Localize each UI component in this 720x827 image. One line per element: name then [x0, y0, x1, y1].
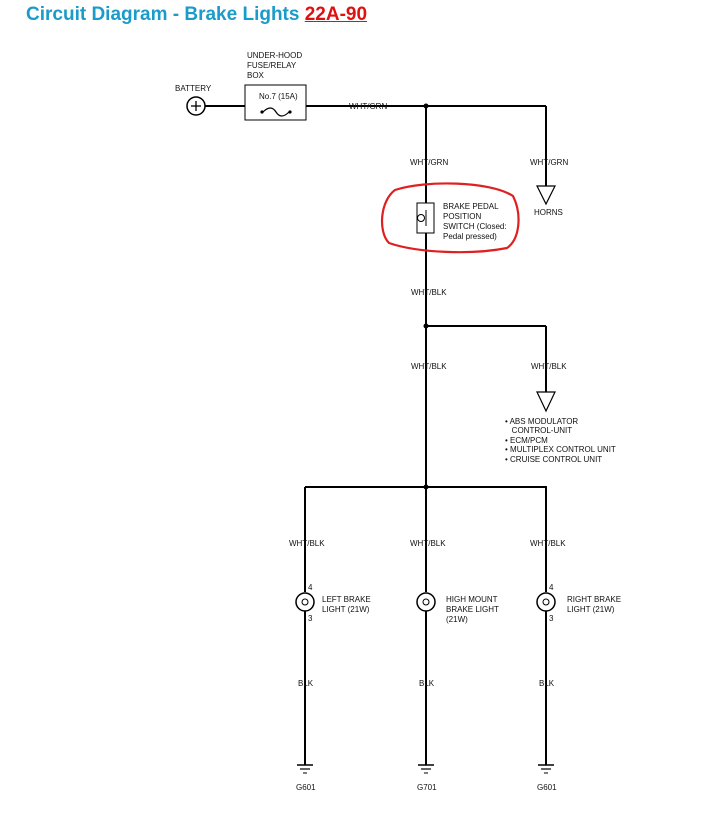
page-title: Circuit Diagram - Brake Lights 22A-90 [26, 4, 367, 26]
horns-label: HORNS [534, 208, 563, 217]
battery: BATTERY [175, 84, 212, 116]
bulb-icon [536, 592, 556, 612]
module-item: • ABS MODULATOR [505, 417, 578, 426]
junction-dot [423, 103, 429, 109]
bulb-filament [422, 598, 430, 606]
wire-label: WHT/GRN [410, 158, 448, 167]
junction-dot [423, 484, 429, 490]
fuse-box-label-line-1: UNDER-HOOD [247, 51, 302, 60]
horns-connector: HORNS [534, 185, 563, 217]
wiring [205, 105, 547, 765]
light-label-line-3: (21W) [446, 615, 468, 624]
title-text: Circuit Diagram - Brake Lights [26, 4, 300, 25]
wire-label: WHT/BLK [411, 288, 447, 297]
fuse-relay-box: UNDER-HOOD FUSE/RELAY BOX No.7 (15A) [244, 51, 307, 121]
horns-triangle [536, 185, 556, 206]
switch-label-line-2: POSITION [443, 212, 481, 221]
module-item: CONTROL-UNIT [505, 426, 572, 435]
right-brake-light: WHT/BLK 4 3 RIGHT BRAKE LIGHT (21W) BLK … [530, 539, 621, 792]
ground-label: G701 [417, 783, 437, 792]
light-label-line-2: BRAKE LIGHT [446, 605, 499, 614]
fuse-box-label-line-3: BOX [247, 71, 265, 80]
fuse-label: No.7 (15A) [259, 92, 298, 101]
wire-label: BLK [298, 679, 314, 688]
fuse-box-outline [244, 84, 307, 121]
pin-number: 3 [549, 614, 554, 623]
light-label-line-1: LEFT BRAKE [322, 595, 371, 604]
module-item: • MULTIPLEX CONTROL UNIT [505, 445, 616, 454]
switch-label-line-3: SWITCH (Closed: [443, 222, 507, 231]
modules-connector: • ABS MODULATOR CONTROL-UNIT • ECM/PCM •… [505, 391, 616, 464]
left-brake-light: WHT/BLK 4 3 LEFT BRAKE LIGHT (21W) BLK G… [289, 539, 371, 792]
fuse-terminal-left [260, 110, 264, 114]
light-label-line-2: LIGHT (21W) [567, 605, 615, 614]
module-item: • CRUISE CONTROL UNIT [505, 455, 602, 464]
switch-label-line-1: BRAKE PEDAL [443, 202, 499, 211]
wire-label: WHT/GRN [349, 102, 387, 111]
reference-link[interactable]: 22A-90 [304, 4, 368, 25]
bulb-filament [542, 598, 550, 606]
ground-label: G601 [296, 783, 316, 792]
pin-number: 3 [308, 614, 313, 623]
pin-number: 4 [308, 583, 313, 592]
high-mount-brake-light: WHT/BLK HIGH MOUNT BRAKE LIGHT (21W) BLK… [410, 539, 499, 792]
wire-label: WHT/BLK [411, 362, 447, 371]
junction-dot [423, 323, 429, 329]
fuse-symbol [262, 107, 290, 117]
bulb-icon [295, 592, 315, 612]
wire-label: BLK [419, 679, 435, 688]
highlight-annotation [380, 182, 520, 254]
wire-label: WHT/BLK [289, 539, 325, 548]
light-label-line-1: RIGHT BRAKE [567, 595, 621, 604]
brake-pedal-switch: BRAKE PEDAL POSITION SWITCH (Closed: Ped… [416, 202, 507, 241]
switch-label-line-4: Pedal pressed) [443, 232, 497, 241]
pin-number: 4 [549, 583, 554, 592]
modules-triangle [536, 391, 556, 413]
bulb-filament [301, 598, 309, 606]
fuse-box-label-line-2: FUSE/RELAY [247, 61, 297, 70]
bulb-icon [416, 592, 436, 612]
fuse-terminal-right [288, 110, 292, 114]
switch-contact [417, 214, 425, 222]
module-item: • ECM/PCM [505, 436, 548, 445]
wire-label: WHT/BLK [530, 539, 566, 548]
light-label-line-2: LIGHT (21W) [322, 605, 370, 614]
wire-label: WHT/BLK [531, 362, 567, 371]
wire-label: WHT/BLK [410, 539, 446, 548]
battery-label: BATTERY [175, 84, 212, 93]
wire-label: BLK [539, 679, 555, 688]
wire-label: WHT/GRN [530, 158, 568, 167]
light-label-line-1: HIGH MOUNT [446, 595, 498, 604]
ground-label: G601 [537, 783, 557, 792]
